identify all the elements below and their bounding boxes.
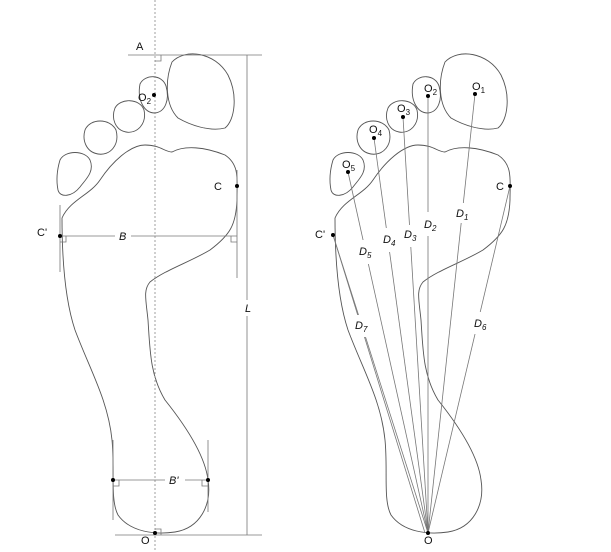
point-O2 [426,94,430,98]
point [111,478,115,482]
line-D7 [332,234,429,534]
label-O2: O2 [138,92,152,106]
label-C-prime: C' [37,227,47,239]
line-D1 [427,93,476,534]
distance-lines [332,93,511,534]
point-O [426,531,430,535]
line-D4 [373,137,429,534]
left-foot-outline [56,53,238,534]
label-D4: D4 [383,234,396,248]
point-C-prime [58,234,62,238]
line-D6 [427,185,511,534]
label-O5: O5 [342,159,356,173]
line-C-prime-O [332,234,426,534]
point-O1 [473,92,477,96]
label-D6: D6 [474,318,487,332]
label-C: C [214,181,222,193]
point [206,478,210,482]
label-O1: O1 [472,81,486,95]
point-O4 [372,136,376,140]
label-O: O [141,535,150,547]
label-L: L [245,303,251,315]
line-D3 [402,116,429,534]
label-D7: D7 [355,320,368,334]
label-O: O [424,535,433,547]
label-O2: O2 [424,83,438,97]
point-C [508,184,512,188]
label-D2: D2 [424,219,437,233]
point-O5 [346,170,350,174]
point-O3 [401,115,405,119]
label-B-prime: B' [169,475,179,487]
label-O3: O3 [397,103,411,117]
right-angle-mark [155,528,162,535]
right-angle-mark [155,55,162,62]
point-C [235,184,239,188]
label-D5: D5 [359,246,372,260]
left-foot: A O2 C C' B B' L O [37,0,262,552]
line-D5 [347,171,429,534]
right-angle-mark [201,480,208,487]
right-angle-mark [60,236,67,243]
right-foot-outline [329,53,511,534]
right-angle-mark [230,236,237,243]
right-foot: O1 O2 O3 O4 O5 C C' O D1 D2 D3 D4 D5 D6 … [315,53,512,547]
point-C-prime [331,233,335,237]
label-C-prime: C' [315,229,325,241]
right-angle-mark [113,480,120,487]
label-O4: O4 [369,124,383,138]
label-C: C [496,181,504,193]
point-O [153,531,157,535]
label-A: A [136,41,144,53]
label-B: B [119,231,126,243]
label-D3: D3 [404,229,417,243]
point-O2 [152,93,156,97]
label-D1: D1 [456,208,468,222]
